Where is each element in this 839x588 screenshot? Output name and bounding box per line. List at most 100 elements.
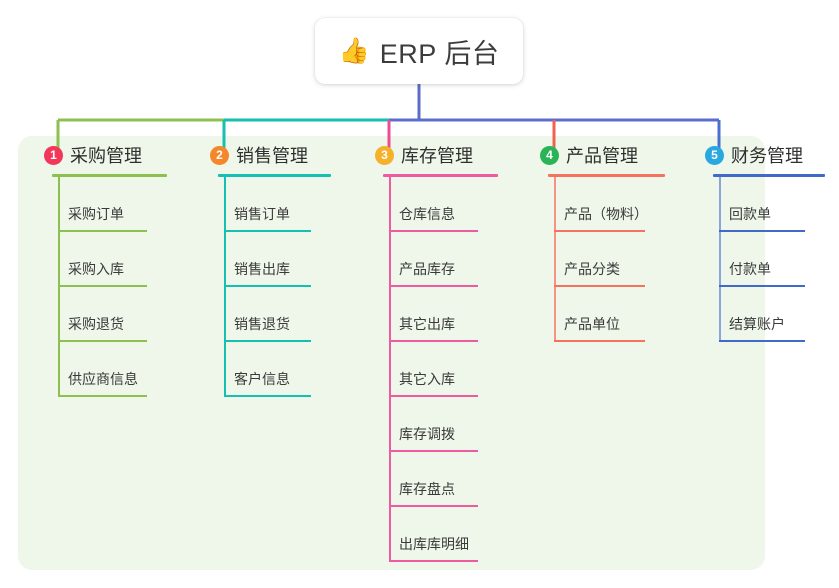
column-title-4: 产品管理 [566,146,638,166]
column-4: 4 产品管理产品（物料） 产品分类产品单位 [528,140,688,342]
column-items-2: 销售订单销售出库销售退货客户信息 [198,177,346,397]
column-items-5: 回款单付款单结算账户 [693,177,838,342]
column-title-3: 库存管理 [401,146,473,166]
thumbs-up-icon: 👍 [338,36,370,65]
leaf-item[interactable]: 产品分类 [528,232,688,287]
leaf-item-rule [224,285,311,287]
root-node[interactable]: 👍 ERP 后台 [315,18,523,84]
leaf-item-label: 其它入库 [399,371,455,387]
leaf-item-label: 销售出库 [234,261,290,277]
leaf-item-label: 结算账户 [729,316,785,332]
column-items-1: 采购订单采购入库采购退货供应商信息 [32,177,182,397]
column-rule-2 [218,174,331,177]
leaf-item[interactable]: 出库库明细 [363,507,513,562]
leaf-item[interactable]: 仓库信息 [363,177,513,232]
column-header-3[interactable]: 3 库存管理 [363,140,513,170]
leaf-item[interactable]: 产品单位 [528,287,688,342]
leaf-item-label: 产品单位 [564,316,620,332]
column-badge-4: 4 [540,145,559,165]
column-rule-3 [383,174,498,177]
column-title-5: 财务管理 [731,146,803,166]
column-spine-1 [58,177,60,397]
leaf-item[interactable]: 产品（物料） [528,177,688,232]
leaf-item-rule [389,230,478,232]
leaf-item-label: 采购退货 [68,316,124,332]
column-items-4: 产品（物料） 产品分类产品单位 [528,177,688,342]
column-header-1[interactable]: 1 采购管理 [32,140,182,170]
leaf-item-rule [554,285,645,287]
leaf-item-rule [389,340,478,342]
leaf-item-label: 产品分类 [564,261,620,277]
leaf-item[interactable]: 结算账户 [693,287,838,342]
leaf-item-rule [389,505,478,507]
leaf-item-rule [389,560,478,562]
leaf-item-label: 其它出库 [399,316,455,332]
leaf-item-label: 供应商信息 [68,371,138,387]
leaf-item-label: 采购订单 [68,206,124,222]
column-badge-1: 1 [44,145,63,165]
column-title-1: 采购管理 [70,146,142,166]
leaf-item-label: 付款单 [729,261,771,277]
leaf-item-rule [389,450,478,452]
leaf-item[interactable]: 销售退货 [198,287,346,342]
column-1: 1 采购管理采购订单采购入库采购退货供应商信息 [32,140,182,397]
column-5: 5 财务管理回款单付款单结算账户 [693,140,838,342]
leaf-item-label: 出库库明细 [399,536,469,552]
leaf-item-label: 产品库存 [399,261,455,277]
leaf-item-label: 客户信息 [234,371,290,387]
leaf-item-rule [719,340,805,342]
leaf-item-rule [719,285,805,287]
column-header-5[interactable]: 5 财务管理 [693,140,838,170]
leaf-item[interactable]: 回款单 [693,177,838,232]
leaf-item-rule [554,230,645,232]
leaf-item[interactable]: 库存盘点 [363,452,513,507]
leaf-item[interactable]: 客户信息 [198,342,346,397]
leaf-item[interactable]: 采购订单 [32,177,182,232]
leaf-item[interactable]: 其它入库 [363,342,513,397]
column-3: 3 库存管理仓库信息产品库存其它出库其它入库库存调拨库存盘点出库库明细 [363,140,513,562]
column-badge-5: 5 [705,145,724,165]
column-rule-4 [548,174,665,177]
leaf-item-label: 库存盘点 [399,481,455,497]
leaf-item-rule [224,395,311,397]
column-badge-2: 2 [210,145,229,165]
leaf-item-label: 销售订单 [234,206,290,222]
leaf-item-rule [554,340,645,342]
column-spine-3 [389,177,391,562]
leaf-item[interactable]: 采购退货 [32,287,182,342]
leaf-item-label: 回款单 [729,206,771,222]
leaf-item[interactable]: 付款单 [693,232,838,287]
column-spine-4 [554,177,556,342]
column-header-4[interactable]: 4 产品管理 [528,140,688,170]
leaf-item-rule [58,395,147,397]
column-items-3: 仓库信息产品库存其它出库其它入库库存调拨库存盘点出库库明细 [363,177,513,562]
leaf-item[interactable]: 供应商信息 [32,342,182,397]
leaf-item[interactable]: 采购入库 [32,232,182,287]
leaf-item[interactable]: 产品库存 [363,232,513,287]
leaf-item-rule [58,340,147,342]
leaf-item-rule [389,285,478,287]
mindmap-card [18,136,765,570]
root-title: ERP 后台 [379,38,500,69]
leaf-item-label: 销售退货 [234,316,290,332]
leaf-item-rule [58,230,147,232]
leaf-item[interactable]: 销售出库 [198,232,346,287]
leaf-item-label: 仓库信息 [399,206,455,222]
leaf-item-rule [224,230,311,232]
leaf-item[interactable]: 库存调拨 [363,397,513,452]
leaf-item[interactable]: 销售订单 [198,177,346,232]
leaf-item-rule [389,395,478,397]
leaf-item-label: 采购入库 [68,261,124,277]
column-badge-3: 3 [375,145,394,165]
leaf-item[interactable]: 其它出库 [363,287,513,342]
column-spine-2 [224,177,226,397]
column-rule-5 [713,174,825,177]
leaf-item-rule [224,340,311,342]
leaf-item-label: 产品（物料） [564,206,648,222]
column-spine-5 [719,177,721,342]
column-rule-1 [52,174,167,177]
leaf-item-rule [58,285,147,287]
